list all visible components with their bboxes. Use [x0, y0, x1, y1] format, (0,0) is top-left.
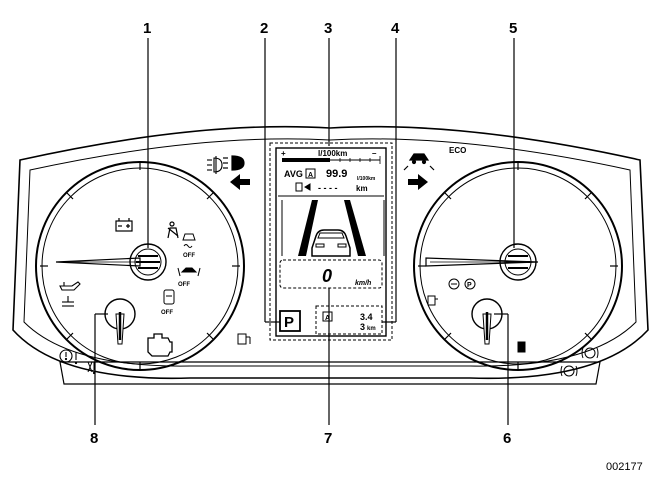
hill-descent-off-icon: OFF [161, 289, 175, 316]
range-unit: km [356, 184, 368, 193]
callout-8: 8 [90, 430, 98, 447]
brake-light-icon [560, 365, 578, 377]
callout-3: 3 [324, 20, 332, 37]
callout-5: 5 [509, 20, 517, 37]
check-engine-icon [147, 333, 173, 357]
oil-pressure-icon [59, 281, 81, 291]
gear-indicator: P [284, 314, 294, 331]
avg-value: 99.9 [326, 168, 347, 180]
left-gauge [35, 161, 245, 371]
traction-control-off-icon: OFF [182, 233, 196, 259]
left-turn-arrow-icon [230, 174, 250, 190]
trip-badge: A [308, 172, 313, 179]
eco-label: ECO [449, 146, 466, 155]
right-gauge-needle [425, 257, 539, 267]
left-gauge-ticks [40, 162, 240, 370]
trip-unit: km [367, 326, 376, 332]
avg-label: AVG [284, 169, 303, 179]
callout-leaders [94, 38, 515, 425]
seatbelt-icon [167, 221, 179, 239]
speed-value: 0 [322, 266, 332, 286]
brake-warning-icon [59, 349, 78, 365]
low-fuel-icon [517, 341, 526, 353]
trip-badge-lower: A [325, 315, 330, 322]
battery-icon [115, 218, 133, 232]
callout-1: 1 [143, 20, 151, 37]
low-fluid-icon [62, 296, 74, 307]
off-label-1: OFF [183, 253, 195, 259]
driver-assist-icon [403, 153, 435, 171]
avg-unit-small: l/100km [357, 176, 376, 182]
car-icon [311, 229, 351, 257]
fuel-pump-icon [427, 295, 438, 306]
fuel-door-icon [237, 333, 251, 345]
fuel-range-icon [295, 182, 311, 192]
lane-departure-off-icon: OFF [177, 267, 201, 288]
cluster-base [59, 361, 601, 385]
callout-7: 7 [324, 430, 332, 447]
cluster-housing-outer [12, 125, 649, 380]
parking-brake-icon: P [464, 278, 476, 290]
cruise-eco-icon [448, 278, 460, 290]
abs-icon [581, 347, 599, 359]
off-label-2: OFF [178, 282, 190, 288]
trip-value-1: 3.4 [360, 312, 373, 322]
callout-4: 4 [391, 20, 400, 37]
right-gauge [413, 161, 623, 371]
callout-6: 6 [503, 430, 511, 447]
svg-text:P: P [467, 282, 472, 289]
right-gauge-ticks [418, 162, 618, 370]
center-display: l/100km + – AVG A 99.9 l/100km - - - - k… [269, 142, 393, 341]
scale-plus-label: + [281, 149, 286, 158]
headlight-icon [223, 155, 245, 171]
left-gauge-needle [55, 257, 141, 267]
trip-value-2: 3 [360, 322, 365, 332]
range-dashes: - - - - [318, 183, 338, 193]
fuel-unit-label: l/100km [318, 149, 347, 158]
scale-minus-label: – [372, 149, 377, 158]
speed-unit: km/h [355, 280, 371, 287]
figure-id: 002177 [606, 461, 643, 473]
off-label-3: OFF [161, 310, 173, 316]
lane-view [281, 200, 385, 257]
fog-light-icon [207, 156, 223, 174]
fuel-consumption-bar: l/100km + – [281, 149, 381, 164]
callout-2: 2 [260, 20, 268, 37]
right-turn-arrow-icon [408, 174, 428, 190]
